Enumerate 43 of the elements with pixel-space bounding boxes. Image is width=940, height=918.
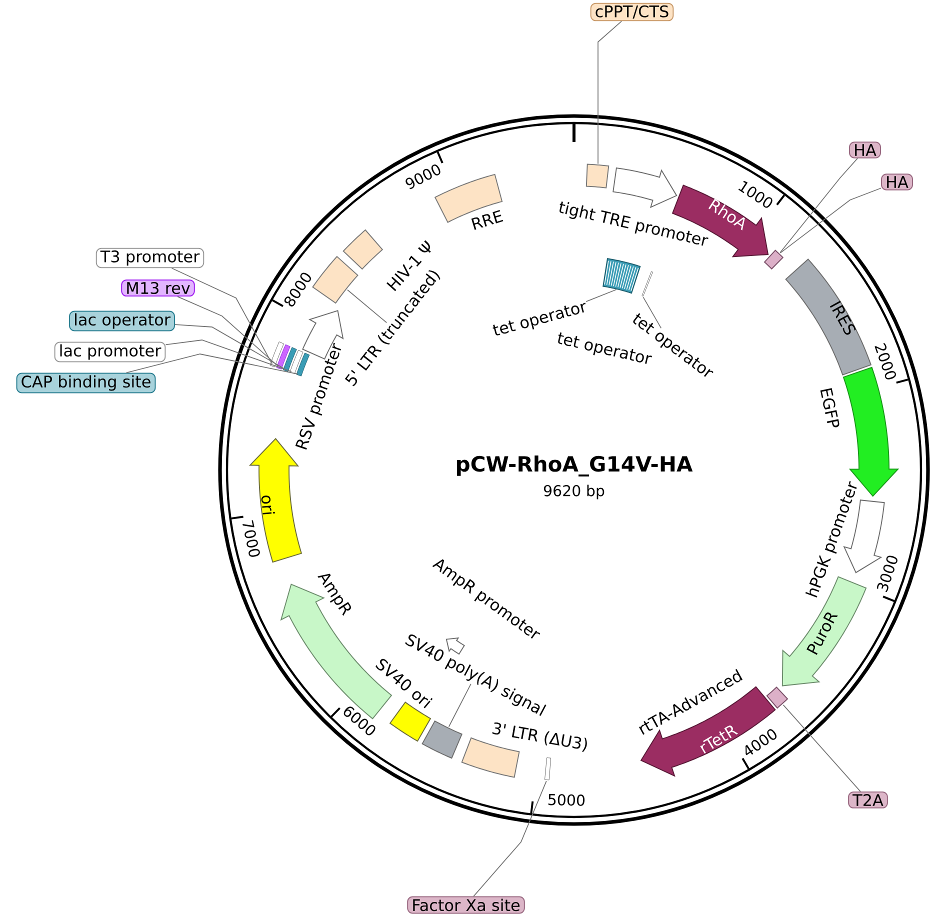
callout-label: CAP binding site bbox=[16, 372, 156, 394]
tick-label: 9000 bbox=[406, 164, 440, 190]
plasmid-size: 9620 bp bbox=[544, 484, 604, 500]
leader-line bbox=[782, 704, 861, 792]
feature-mark bbox=[283, 347, 297, 372]
node-label: 3' LTR (ΔU3) bbox=[492, 722, 587, 752]
feature-box bbox=[586, 164, 610, 188]
leader-line bbox=[473, 780, 547, 897]
leader-line bbox=[126, 354, 298, 374]
feature-mark bbox=[270, 342, 284, 368]
leader-line bbox=[586, 289, 617, 302]
plasmid-name: pCW-RhoA_G14V-HA bbox=[457, 456, 693, 476]
leader-line bbox=[174, 324, 286, 370]
tick-label: 2000 bbox=[874, 343, 896, 380]
feature-box: 3' LTR (ΔU3) bbox=[461, 722, 587, 778]
leader-line bbox=[347, 289, 388, 324]
leader-line bbox=[780, 158, 858, 254]
leader-line bbox=[177, 296, 279, 367]
feature-mark bbox=[276, 344, 290, 370]
feature-box bbox=[602, 258, 641, 294]
callout-label: T3 promoter bbox=[96, 248, 204, 268]
callout-label: HA bbox=[849, 142, 881, 158]
feature-mark bbox=[290, 350, 304, 374]
leader-line bbox=[598, 20, 622, 164]
callout-label: HA bbox=[881, 174, 913, 190]
tick-label: 5000 bbox=[548, 794, 585, 806]
callout-label: M13 rev bbox=[121, 279, 195, 297]
feature-mark bbox=[296, 352, 310, 376]
node-label: EGFP bbox=[820, 388, 840, 428]
callout-label: cPPT/CTS bbox=[590, 2, 674, 22]
leader-line bbox=[448, 684, 472, 728]
feature-box bbox=[312, 256, 358, 304]
leader-line bbox=[165, 340, 292, 372]
leader-line bbox=[780, 188, 882, 254]
callout-label: lac promoter bbox=[54, 342, 166, 362]
feature-mark bbox=[642, 271, 654, 296]
leader-line bbox=[642, 296, 662, 329]
tick-label: 3000 bbox=[876, 556, 898, 592]
feature-mark bbox=[544, 757, 552, 780]
feature-box: IRES bbox=[785, 258, 872, 376]
callout-label: lac operator bbox=[69, 310, 175, 332]
callout-label: Factor Xa site bbox=[407, 896, 525, 914]
callout-label: T2A bbox=[848, 792, 888, 808]
